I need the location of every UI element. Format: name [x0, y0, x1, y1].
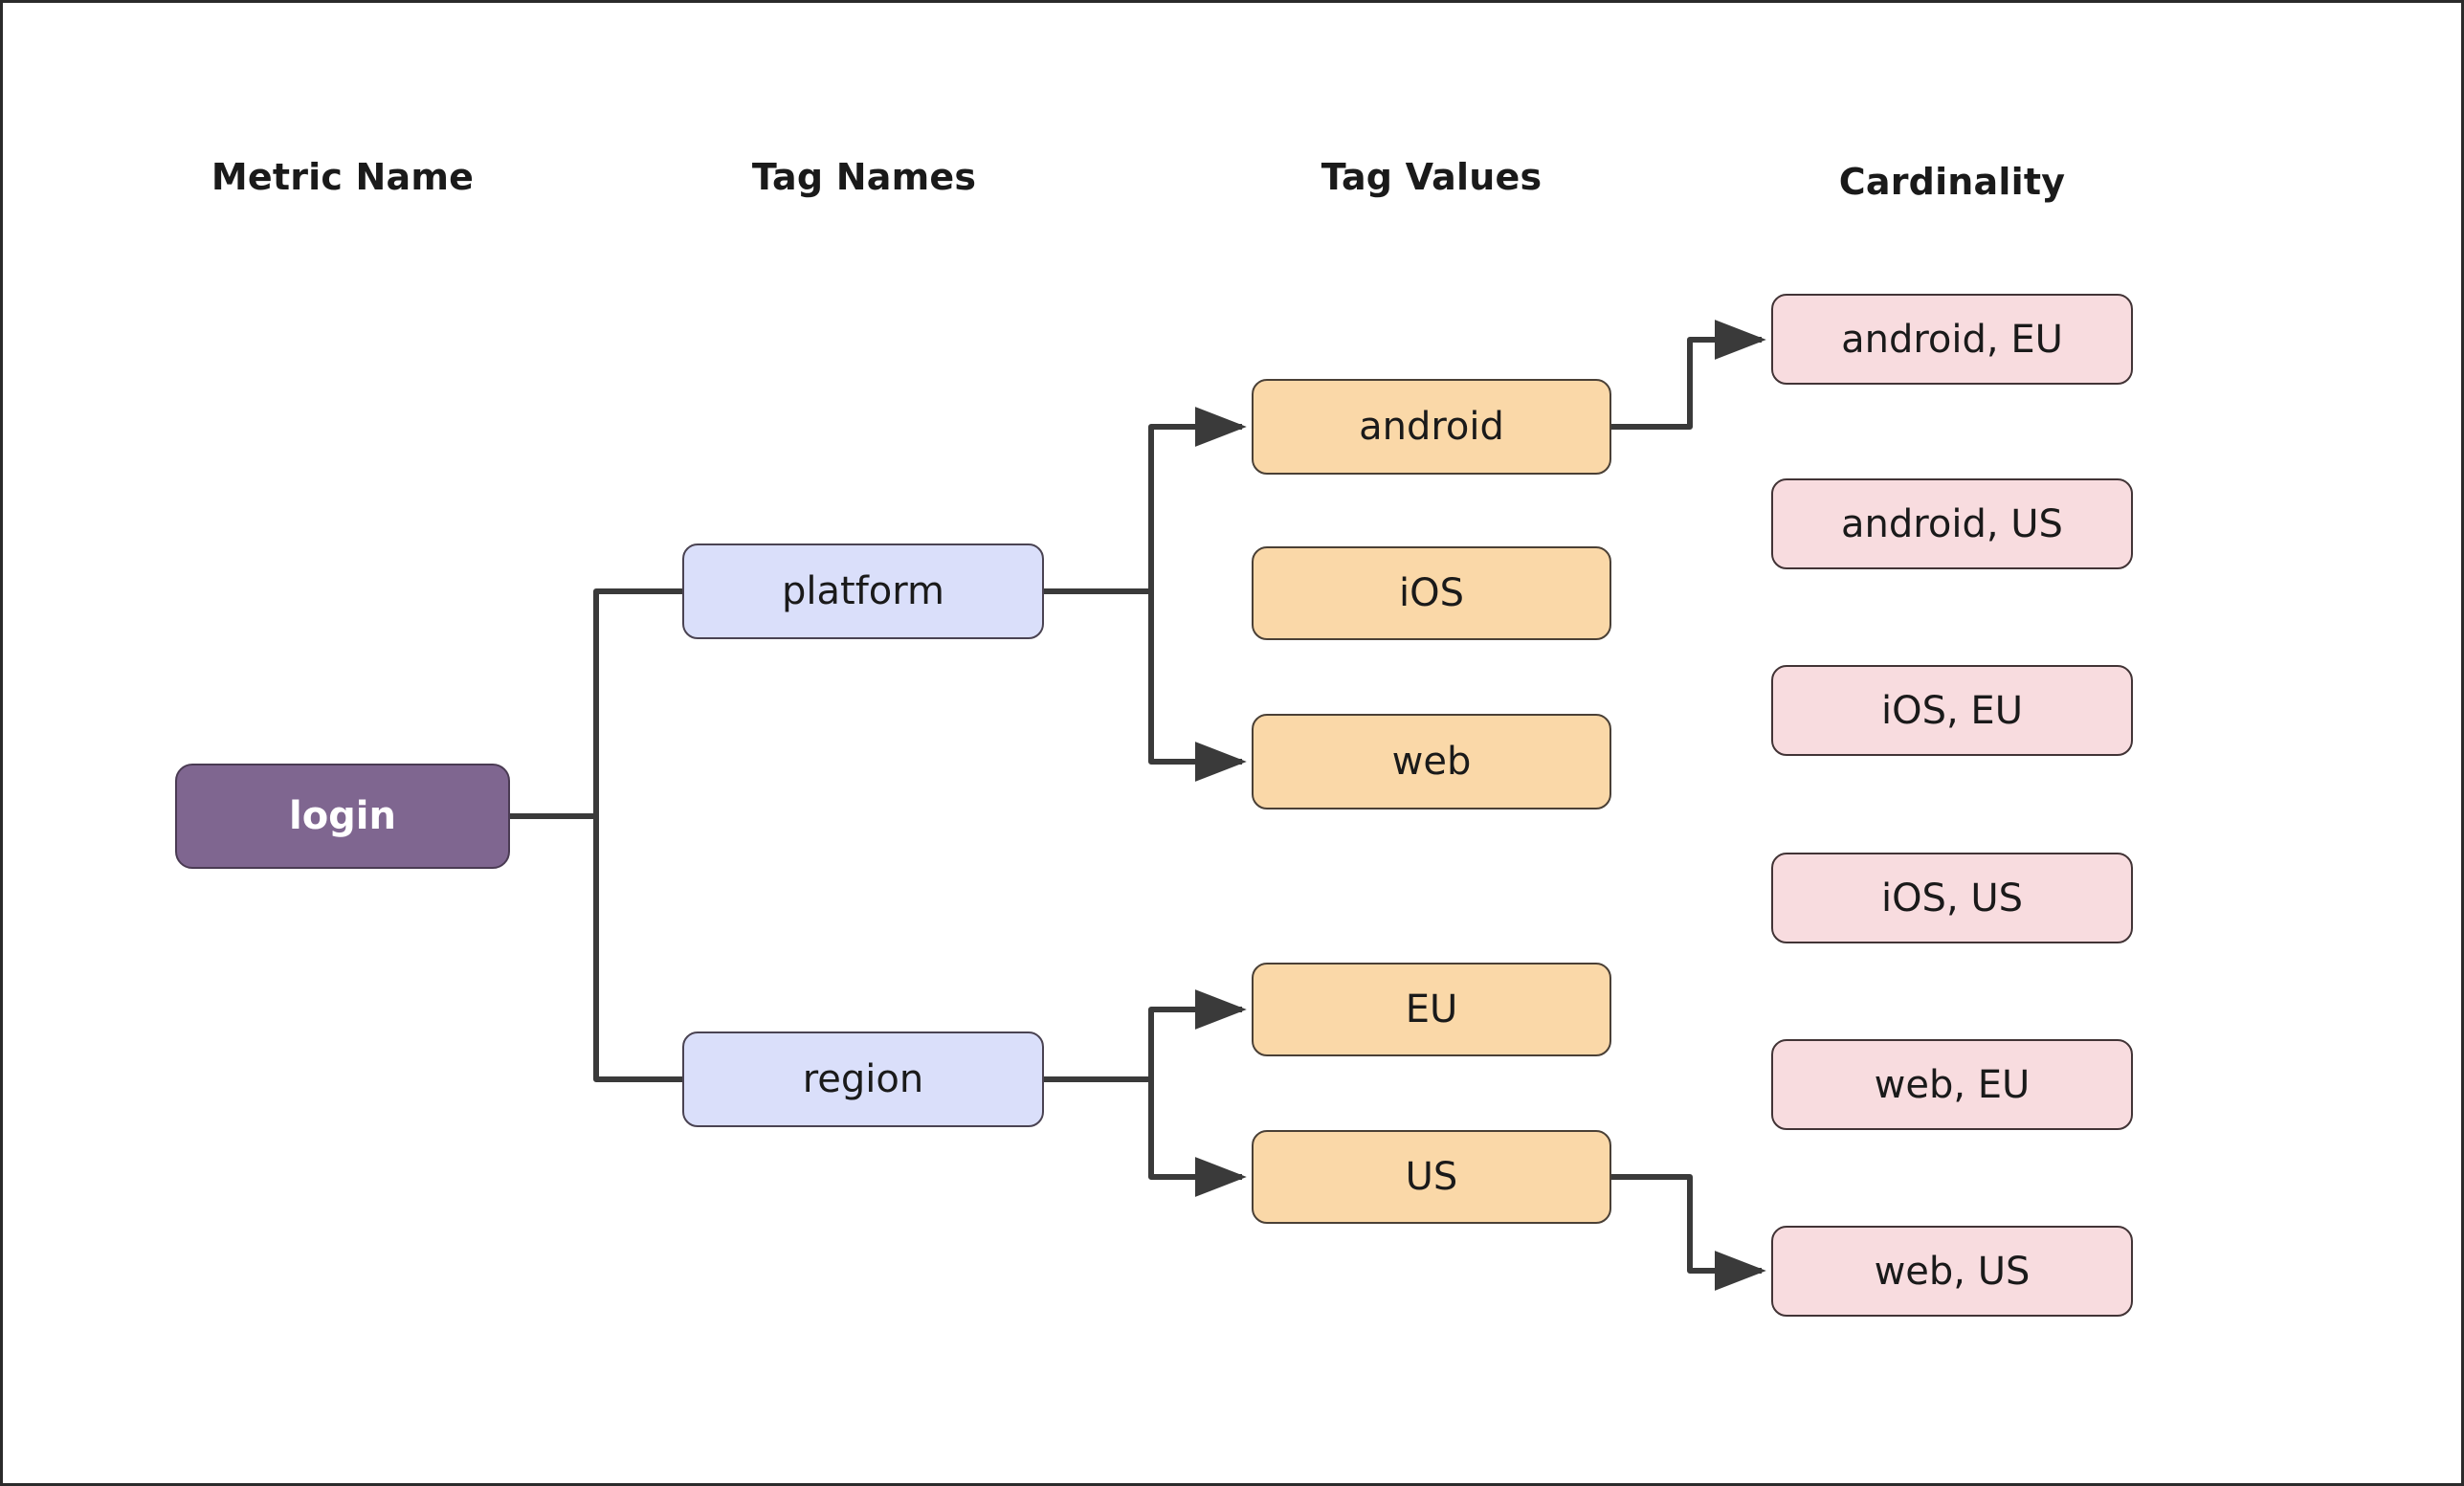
column-header-metric-name: Metric Name [211, 156, 475, 198]
column-header-cardinality: Cardinality [1838, 161, 2066, 203]
node-label: web [1391, 740, 1472, 784]
node-label: US [1405, 1155, 1458, 1199]
node-label: iOS, EU [1881, 688, 2023, 733]
node-label: platform [782, 569, 944, 613]
node-metric-login[interactable]: login [175, 764, 510, 869]
node-label: login [288, 794, 396, 838]
node-label: android, EU [1841, 317, 2063, 362]
connector-platform-to-android [1044, 407, 1247, 594]
node-tag-value-web[interactable]: web [1252, 714, 1611, 810]
node-tag-value-ios[interactable]: iOS [1252, 546, 1611, 640]
node-label: web, US [1874, 1249, 2031, 1294]
node-cardinality-android-us[interactable]: android, US [1771, 478, 2133, 569]
connector-android-to-android-eu [1611, 320, 1766, 430]
connector-region-to-us [1148, 1079, 1247, 1197]
node-cardinality-ios-eu[interactable]: iOS, EU [1771, 665, 2133, 756]
node-tag-value-android[interactable]: android [1252, 379, 1611, 475]
connector-region-to-eu [1044, 989, 1247, 1082]
node-label: android [1359, 405, 1504, 449]
connector-platform-trunk-to-web [1148, 591, 1247, 782]
node-label: android, US [1841, 501, 2063, 546]
node-label: web, EU [1874, 1062, 2031, 1107]
node-label: region [802, 1057, 924, 1101]
column-header-tag-names: Tag Names [751, 156, 977, 198]
node-cardinality-web-us[interactable]: web, US [1771, 1226, 2133, 1317]
connector-us-to-web-us [1611, 1174, 1766, 1291]
node-tag-name-region[interactable]: region [682, 1031, 1044, 1127]
node-cardinality-web-eu[interactable]: web, EU [1771, 1039, 2133, 1130]
node-label: EU [1405, 987, 1458, 1031]
node-cardinality-ios-us[interactable]: iOS, US [1771, 853, 2133, 943]
node-tag-name-platform[interactable]: platform [682, 543, 1044, 639]
column-header-tag-values: Tag Values [1321, 156, 1543, 198]
node-label: iOS [1399, 571, 1464, 615]
node-tag-value-eu[interactable]: EU [1252, 963, 1611, 1056]
node-cardinality-android-eu[interactable]: android, EU [1771, 294, 2133, 385]
node-tag-value-us[interactable]: US [1252, 1130, 1611, 1224]
node-label: iOS, US [1880, 876, 2024, 920]
